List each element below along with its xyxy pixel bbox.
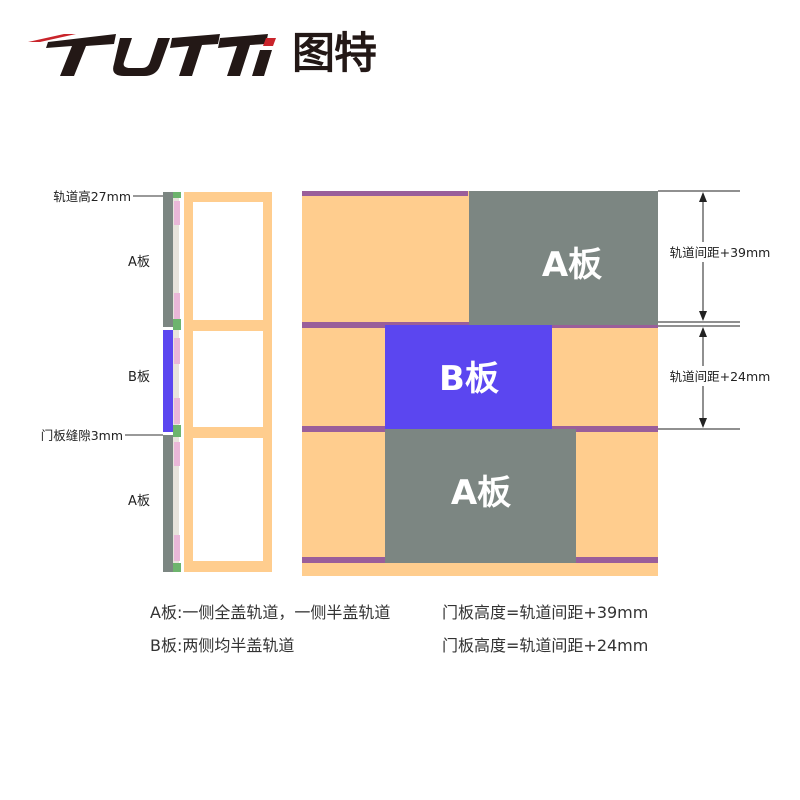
legend-b-formula: 门板高度=轨道间距+24mm <box>442 636 649 655</box>
hinge-block <box>174 338 180 364</box>
arrow-up-icon <box>699 192 707 202</box>
track-connector <box>173 192 181 198</box>
arrow-down-icon <box>699 311 707 321</box>
dimension-label-bg <box>664 242 778 262</box>
cabinet-opening <box>193 202 263 320</box>
side-profile <box>125 192 272 572</box>
hinge-block <box>174 293 180 319</box>
cabinet-opening <box>193 331 263 427</box>
dimension-label-bg <box>664 366 778 386</box>
panel-a-bottom-label: A板 <box>451 473 511 513</box>
side-panel-a-bottom <box>163 435 173 572</box>
panel-a-bottom <box>385 429 576 563</box>
side-panel-b <box>163 330 173 432</box>
tutti-logo: 图特 <box>24 26 384 82</box>
panel-b-label: B板 <box>439 359 499 399</box>
tutti-wordmark-icon <box>28 34 276 76</box>
track-line <box>302 191 468 196</box>
hinge-block <box>174 398 180 424</box>
dimension-lower-label: 轨道间距+24mm <box>670 369 771 384</box>
arrow-up-icon <box>699 327 707 337</box>
side-rail <box>173 192 179 572</box>
logo-brand-cn: 图特 <box>292 29 377 79</box>
label-gap: 门板缝隙3mm <box>41 428 123 443</box>
label-side-a-top: A板 <box>128 255 150 270</box>
legend-a-formula: 门板高度=轨道间距+39mm <box>442 603 649 622</box>
dimension-arrows <box>699 192 707 428</box>
dimension-lines <box>658 190 740 430</box>
front-view <box>302 191 658 576</box>
dimension-upper-label: 轨道间距+39mm <box>670 245 771 260</box>
label-track-height: 轨道高27mm <box>53 189 131 204</box>
hinge-block <box>174 442 180 466</box>
track-connector <box>173 319 181 330</box>
panel-b <box>385 325 552 429</box>
cabinet-opening <box>193 438 263 561</box>
track-connector <box>173 563 181 572</box>
hinge-block <box>174 201 180 225</box>
track-connector <box>173 425 181 437</box>
label-side-b: B板 <box>128 370 150 385</box>
panel-a-top <box>469 191 658 325</box>
arrow-down-icon <box>699 418 707 428</box>
legend-b-desc: B板:两侧均半盖轨道 <box>150 636 295 655</box>
hinge-block <box>174 535 180 561</box>
legend-a-desc: A板:一侧全盖轨道，一侧半盖轨道 <box>150 603 391 622</box>
panel-a-top-label: A板 <box>542 245 602 285</box>
label-side-a-bottom: A板 <box>128 494 150 509</box>
side-panel-a-top <box>163 192 173 327</box>
